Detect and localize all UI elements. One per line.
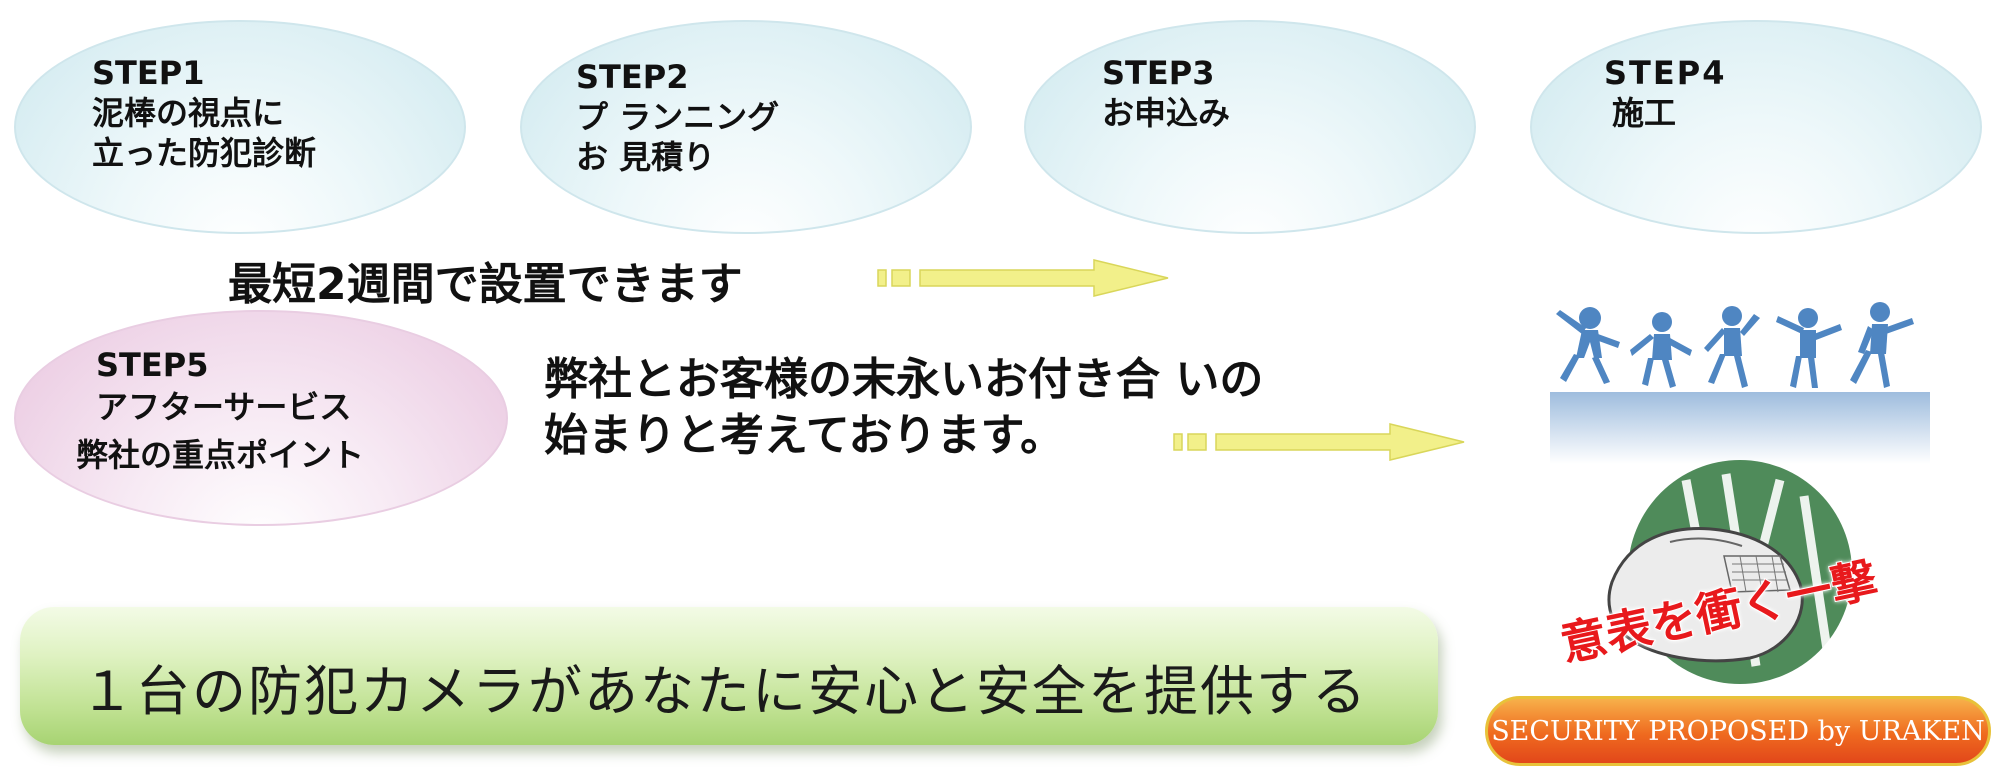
security-proposed-label: SECURITY PROPOSED by URAKEN	[1491, 716, 1985, 747]
step4-label: STEP4	[1604, 54, 1727, 92]
step3-label: STEP3	[1102, 54, 1215, 92]
step5-line1: アフターサービス	[96, 388, 352, 426]
step5-line2: 弊社の重点ポイント	[76, 436, 365, 474]
main-banner: １台の防犯カメラがあなたに安心と安全を提供する	[20, 607, 1438, 745]
arrow-right-icon	[877, 259, 1169, 297]
step1-line2: 立った防犯診断	[92, 134, 317, 172]
banner-text: １台の防犯カメラがあなたに安心と安全を提供する	[80, 660, 1368, 723]
step1-bubble: STEP1 泥棒の視点に 立った防犯診断	[14, 20, 466, 234]
step4-line1: 施工	[1612, 94, 1677, 132]
uraken-logo-image	[1607, 460, 1852, 684]
people-silhouettes-image	[1550, 302, 1930, 464]
step2-line2: お 見積り	[576, 138, 716, 176]
step2-bubble: STEP2 プ ランニング お 見積り	[520, 20, 972, 234]
step4-bubble: STEP4 施工	[1530, 20, 1982, 234]
step3-line1: お申込み	[1102, 94, 1231, 132]
security-proposed-badge: SECURITY PROPOSED by URAKEN	[1485, 696, 1991, 766]
step1-label: STEP1	[92, 54, 205, 92]
step5-label: STEP5	[96, 346, 209, 384]
lead-time-headline: 最短2週間で設置できます	[228, 259, 743, 310]
message-line2: 始まりと考えております。	[544, 410, 1065, 461]
step5-bubble: STEP5 アフターサービス 弊社の重点ポイント	[14, 310, 508, 526]
step3-bubble: STEP3 お申込み	[1024, 20, 1476, 234]
step2-line1: プ ランニング	[576, 98, 780, 136]
step1-line1: 泥棒の視点に	[92, 94, 285, 132]
arrow-right-icon	[1173, 423, 1465, 461]
message-line1: 弊社とお客様の末永いお付き合 いの	[544, 354, 1264, 405]
step2-label: STEP2	[576, 58, 689, 96]
